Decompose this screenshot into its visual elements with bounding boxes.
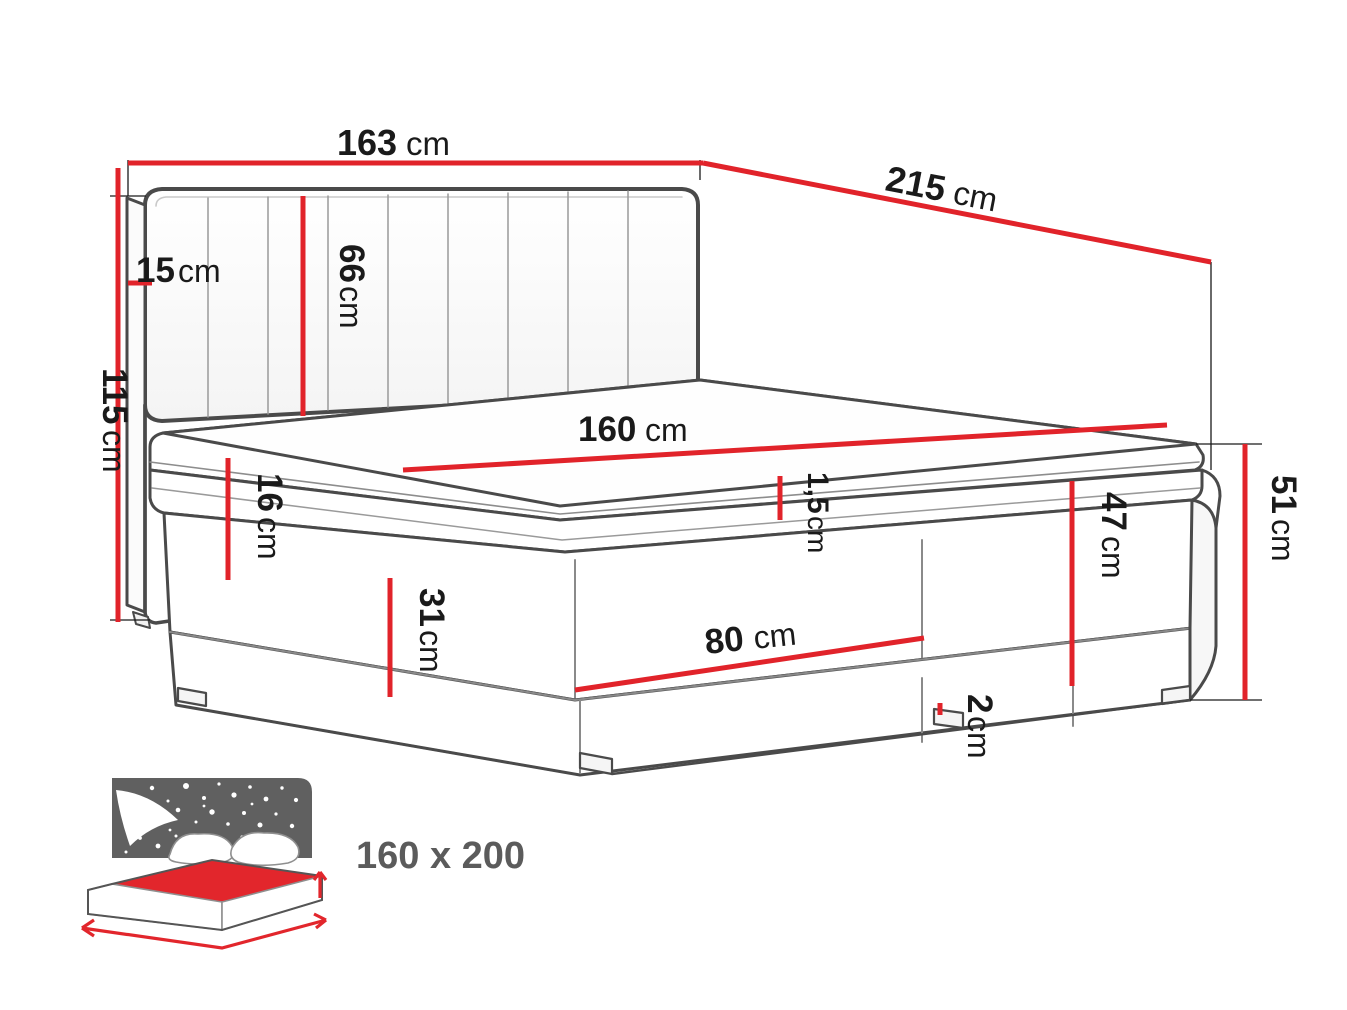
label-side-height: 47 cm	[1094, 492, 1133, 579]
leg-rear-left	[176, 686, 208, 708]
mattress-size-label: 160 x 200	[356, 835, 525, 877]
label-total-height-value: 115	[95, 368, 134, 424]
dim-line-215	[702, 160, 1212, 265]
label-bed-side-height-unit: cm	[1265, 519, 1301, 562]
label-headboard-panel: 66 cm	[332, 244, 371, 329]
label-bed-side-height-value: 51	[1264, 475, 1303, 514]
label-side-height-unit: cm	[1095, 536, 1131, 579]
label-base-section-width: 80 cm	[703, 616, 798, 662]
extension-lines	[110, 160, 1262, 701]
label-mattress-width: 160 cm	[578, 410, 688, 449]
bed-right-end	[1188, 468, 1222, 702]
label-width-total-unit: cm	[406, 125, 450, 162]
label-headboard-side-unit: cm	[178, 253, 221, 289]
label-mattress-width-value: 160	[578, 410, 636, 449]
mattress-night-icon	[81, 778, 328, 950]
label-leg-height: 2 cm	[960, 694, 999, 759]
label-base-section-width-unit: cm	[752, 616, 798, 656]
label-headboard-panel-unit: cm	[333, 286, 369, 329]
label-width-total: 163 cm	[337, 122, 450, 163]
label-headboard-side: 15 cm	[136, 251, 221, 290]
label-length-total-unit: cm	[950, 174, 1000, 219]
label-total-height: 115 cm	[95, 368, 134, 473]
mattress-icon-arrows	[81, 871, 328, 950]
label-mattress-height: 16 cm	[250, 473, 289, 560]
label-mattress-width-unit: cm	[645, 412, 688, 448]
label-base-height-value: 31	[412, 588, 451, 627]
label-leg-height-unit: cm	[961, 716, 997, 759]
label-mattress-height-value: 16	[250, 473, 289, 512]
label-leg-height-value: 2	[960, 694, 999, 713]
label-mattress-height-unit: cm	[251, 517, 287, 560]
headboard-ribbing	[207, 190, 629, 418]
label-topper-height: 1,5 cm	[801, 472, 834, 553]
label-total-height-unit: cm	[96, 430, 132, 473]
label-topper-height-unit: cm	[802, 516, 833, 553]
dimension-lines	[115, 160, 1248, 715]
dim-line-160	[402, 422, 1168, 473]
label-width-total-value: 163	[337, 122, 397, 163]
label-bed-side-height: 51 cm	[1264, 475, 1303, 562]
label-base-section-width-value: 80	[703, 619, 746, 662]
label-headboard-panel-value: 66	[332, 244, 371, 283]
label-base-height: 31 cm	[412, 588, 451, 673]
label-topper-height-value: 1,5	[801, 472, 834, 514]
label-length-total: 215 cm	[882, 158, 1000, 219]
label-side-height-value: 47	[1094, 492, 1133, 531]
headboard	[125, 187, 700, 629]
label-headboard-side-value: 15	[136, 251, 175, 290]
label-base-height-unit: cm	[413, 630, 449, 673]
dim-line-80	[574, 635, 925, 693]
